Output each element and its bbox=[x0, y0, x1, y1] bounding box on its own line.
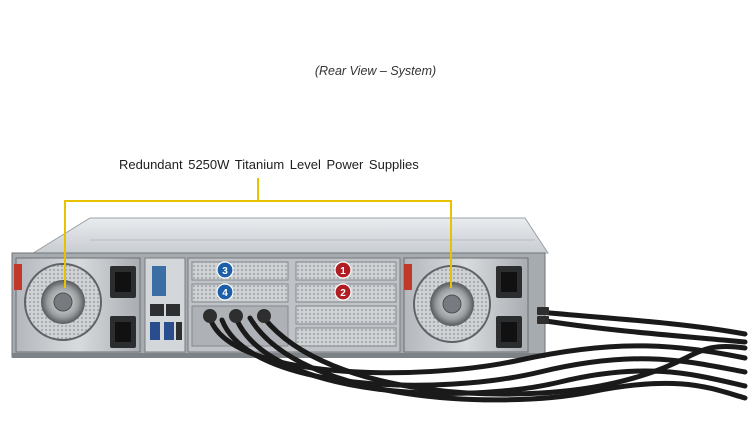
power-supply-right bbox=[403, 257, 529, 353]
marker-3: 3 bbox=[216, 261, 234, 279]
marker-2: 2 bbox=[334, 283, 352, 301]
chassis-top bbox=[28, 217, 549, 256]
marker-1: 1 bbox=[334, 261, 352, 279]
io-panel bbox=[144, 257, 186, 353]
power-supply-left bbox=[14, 257, 141, 353]
power-supply-callout-bracket bbox=[64, 178, 452, 288]
svg-text:3: 3 bbox=[222, 266, 228, 277]
marker-4: 4 bbox=[216, 283, 234, 301]
view-caption: (Rear View – System) bbox=[314, 64, 437, 78]
power-supply-callout-label: Redundant 5250W Titanium Level Power Sup… bbox=[119, 157, 419, 172]
svg-text:4: 4 bbox=[222, 288, 228, 299]
cable-bundle bbox=[207, 309, 748, 403]
svg-text:1: 1 bbox=[340, 266, 346, 277]
svg-text:2: 2 bbox=[340, 288, 346, 299]
